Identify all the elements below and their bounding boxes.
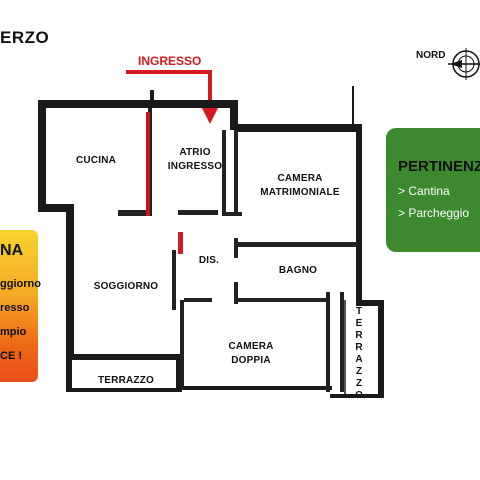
pertinenze-item-cantina: > Cantina bbox=[398, 184, 450, 198]
room-terrazzo-right: T E R R A Z Z O bbox=[352, 306, 366, 402]
left-panel-line: CE ! bbox=[0, 350, 22, 362]
room-camera-matrimoniale: CAMERA MATRIMONIALE bbox=[252, 172, 348, 200]
terrazzo-letter: E bbox=[355, 318, 363, 329]
floor-label: ERZO bbox=[0, 28, 50, 47]
terrazzo-letter: T bbox=[355, 306, 363, 317]
room-camera-matrimoniale-line2: MATRIMONIALE bbox=[260, 187, 340, 198]
room-camera-doppia-line2: DOPPIA bbox=[231, 355, 271, 366]
compass-label: NORD bbox=[416, 50, 446, 61]
pertinenze-title: PERTINENZ bbox=[398, 158, 480, 175]
terrazzo-letter: R bbox=[355, 342, 363, 353]
terrazzo-letter: Z bbox=[355, 378, 363, 389]
room-camera-doppia: CAMERA DOPPIA bbox=[216, 340, 286, 368]
left-info-panel: NA ggiorno resso mpio CE ! bbox=[0, 230, 41, 382]
left-panel-line: mpio bbox=[0, 326, 27, 338]
room-bagno: BAGNO bbox=[278, 265, 318, 276]
room-atrio-line2: INGRESSO bbox=[167, 161, 223, 172]
entrance-label: INGRESSO bbox=[138, 54, 202, 68]
left-panel-line: resso bbox=[0, 302, 30, 314]
room-camera-doppia-line1: CAMERA bbox=[228, 341, 274, 352]
room-cucina: CUCINA bbox=[75, 155, 117, 166]
left-panel-title: NA bbox=[0, 242, 24, 259]
terrazzo-letter: O bbox=[355, 390, 363, 401]
room-camera-matrimoniale-line1: CAMERA bbox=[277, 173, 323, 184]
room-soggiorno: SOGGIORNO bbox=[93, 281, 159, 292]
compass-icon bbox=[448, 48, 480, 80]
room-terrazzo-bottom: TERRAZZO bbox=[97, 375, 155, 386]
room-dis: DIS. bbox=[198, 255, 220, 266]
terrazzo-letter: A bbox=[355, 354, 363, 365]
room-atrio-line1: ATRIO bbox=[179, 147, 211, 158]
pertinenze-item-parcheggio: > Parcheggio bbox=[398, 206, 470, 220]
left-panel-line: ggiorno bbox=[0, 278, 41, 290]
pertinenze-panel bbox=[386, 128, 480, 252]
terrazzo-letter: R bbox=[355, 330, 363, 341]
room-atrio: ATRIO INGRESSO bbox=[162, 146, 228, 174]
terrazzo-letter: Z bbox=[355, 366, 363, 377]
